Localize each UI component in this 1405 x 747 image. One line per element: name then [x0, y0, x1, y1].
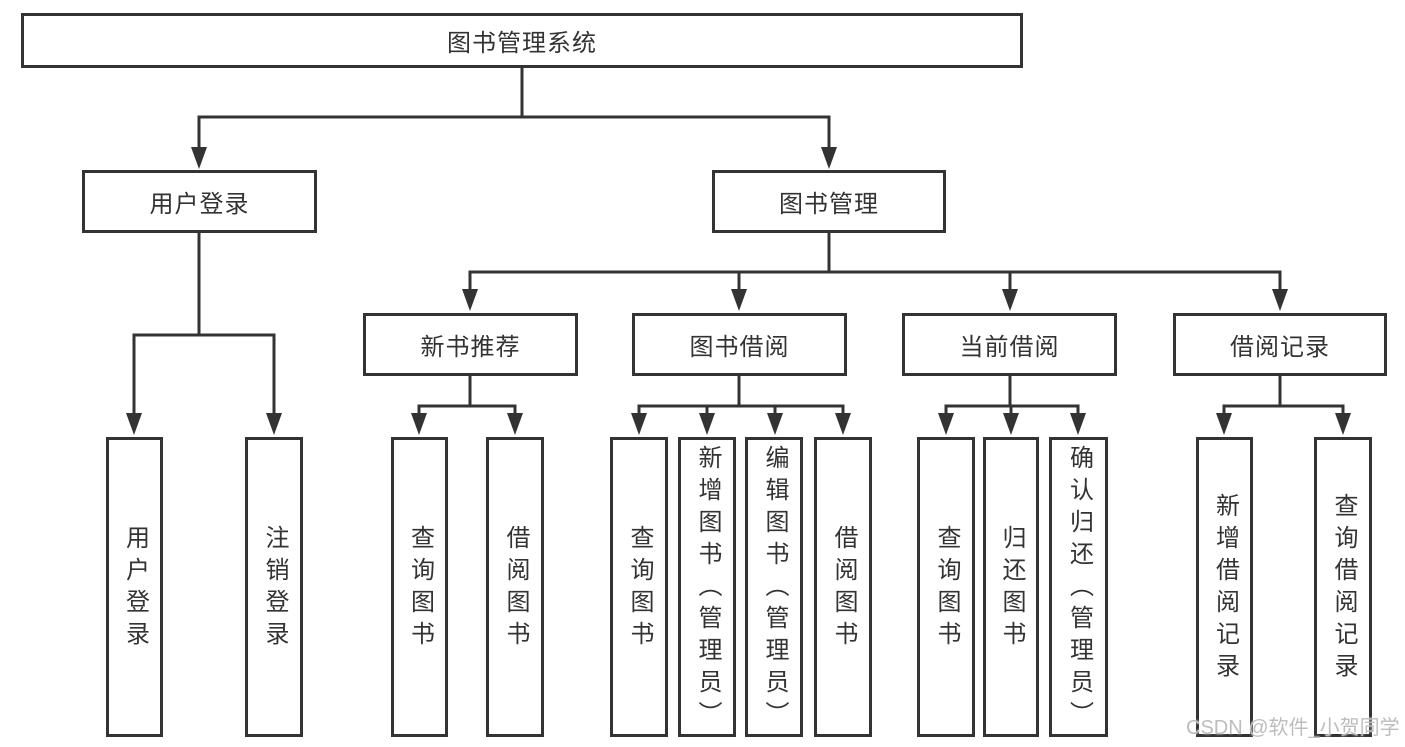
node-book-management: 图书管理 [712, 170, 946, 233]
node-label: 查询图书 [406, 525, 434, 653]
leaf-user-login: 用户登录 [106, 437, 163, 737]
node-label: 借阅图书 [830, 525, 857, 653]
node-label: 借阅图书 [502, 525, 529, 653]
node-label: 当前借阅 [959, 334, 1060, 361]
node-user-login: 用户登录 [82, 170, 317, 233]
node-label: 新增借阅记录 [1211, 493, 1239, 685]
leaf-borrow-borrow: 借阅图书 [814, 437, 872, 737]
node-label: 编辑图书（管理员） [761, 445, 788, 733]
leaf-newbooks-query: 查询图书 [391, 437, 448, 737]
leaf-current-return: 归还图书 [983, 437, 1039, 737]
node-new-book-recommend: 新书推荐 [363, 313, 578, 376]
node-label: 图书借阅 [689, 334, 790, 361]
node-label: 新书推荐 [420, 334, 521, 361]
leaf-logout: 注销登录 [245, 437, 303, 737]
node-borrow-records: 借阅记录 [1173, 313, 1387, 376]
leaf-borrow-add-admin: 新增图书（管理员） [678, 437, 736, 737]
leaf-records-add: 新增借阅记录 [1196, 437, 1253, 737]
leaf-newbooks-borrow: 借阅图书 [486, 437, 544, 737]
node-book-borrow: 图书借阅 [632, 313, 847, 376]
node-label: 注销登录 [261, 525, 288, 653]
leaf-records-query: 查询借阅记录 [1314, 437, 1372, 737]
node-current-borrow: 当前借阅 [902, 313, 1117, 376]
tree-edges [132, 67, 1345, 416]
node-label: 图书管理系统 [447, 30, 597, 57]
node-library-system: 图书管理系统 [21, 13, 1023, 68]
node-label: 归还图书 [998, 525, 1025, 653]
node-label: 图书管理 [779, 191, 879, 218]
node-label: 查询图书 [933, 525, 960, 653]
watermark: CSDN @软件_小贺同学 [1186, 717, 1400, 739]
node-label: 确认归还（管理员） [1065, 445, 1093, 733]
node-label: 用户登录 [149, 191, 250, 218]
node-label: 借阅记录 [1230, 334, 1330, 361]
leaf-borrow-edit-admin: 编辑图书（管理员） [745, 437, 803, 737]
node-label: 查询借阅记录 [1330, 493, 1357, 685]
node-label: 新增图书（管理员） [694, 445, 721, 733]
leaf-current-confirm-admin: 确认归还（管理员） [1049, 437, 1108, 737]
leaf-borrow-query: 查询图书 [610, 437, 668, 737]
arrowheads [126, 147, 1351, 435]
node-label: 用户登录 [121, 525, 149, 653]
node-label: 查询图书 [626, 525, 653, 653]
leaf-current-query: 查询图书 [917, 437, 975, 737]
